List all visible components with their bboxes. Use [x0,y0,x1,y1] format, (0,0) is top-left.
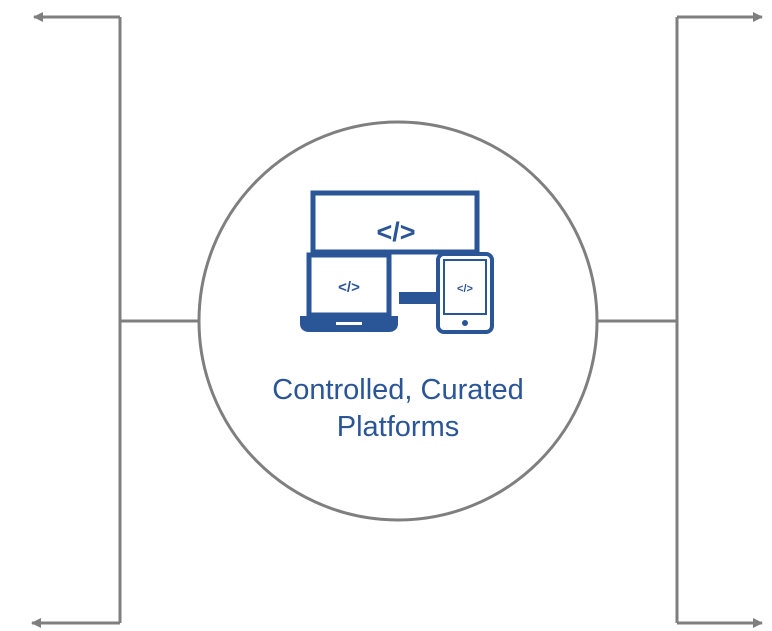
monitor-icon: </> [310,190,480,255]
right-bracket-connector [596,12,763,628]
tablet-code-glyph: </> [457,283,473,295]
monitor-code-glyph: </> [376,217,415,247]
laptop-icon: </> [300,252,398,332]
center-node-label: Controlled, Curated Platforms [200,372,596,446]
multi-device-code-icon: </> </> </> [300,190,494,334]
laptop-code-glyph: </> [338,279,360,296]
left-bracket-connector [31,12,200,628]
center-node-label-line2: Platforms [336,411,460,443]
device-connector-cable [399,292,439,304]
center-node-label-line1: Controlled, Curated [272,374,524,406]
tablet-icon: </> [436,252,494,334]
